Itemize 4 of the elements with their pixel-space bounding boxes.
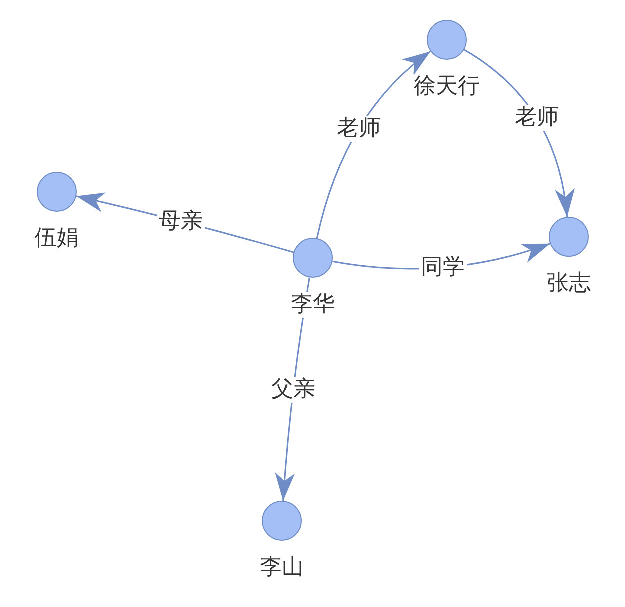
edge-label: 老师 <box>512 105 561 132</box>
node-label: 李华 <box>289 292 337 318</box>
edge-label: 父亲 <box>269 376 318 403</box>
edge-label: 老师 <box>334 116 383 142</box>
